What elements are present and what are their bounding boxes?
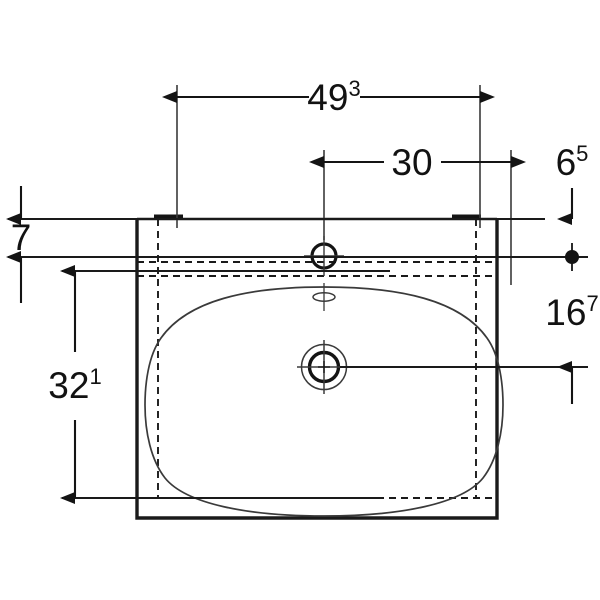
svg-text:167: 167 <box>545 291 598 333</box>
overflow-slot <box>312 283 336 311</box>
dim-7-value: 7 <box>11 217 32 258</box>
dimension-tap-offset: 30 <box>309 142 526 183</box>
dim-6-5-value: 6 <box>556 142 577 183</box>
witness-lines <box>8 218 588 499</box>
svg-text:321: 321 <box>48 364 101 406</box>
svg-text:65: 65 <box>556 141 589 183</box>
dimension-drain-offset: 167 <box>545 291 599 404</box>
dim-16-7-superscript: 7 <box>586 291 598 316</box>
dim-32-1-superscript: 1 <box>89 364 101 389</box>
dim-49-3-value: 49 <box>307 77 348 118</box>
basin-bowl-outline <box>144 286 504 517</box>
extension-lines <box>176 85 512 285</box>
dimension-depth: 321 <box>48 265 102 504</box>
dimension-back-edge: 7 <box>6 186 32 303</box>
svg-text:7: 7 <box>11 217 32 258</box>
tap-hole <box>304 236 344 276</box>
dim-32-1-value: 32 <box>48 365 89 406</box>
svg-text:493: 493 <box>307 76 360 118</box>
dim-16-7-value: 16 <box>545 292 586 333</box>
dimension-width-overall: 493 <box>162 76 495 118</box>
basin-hidden-outline <box>137 219 497 499</box>
dimension-rim-height: 65 <box>556 141 589 271</box>
dim-49-3-superscript: 3 <box>348 76 360 101</box>
svg-text:30: 30 <box>391 142 432 183</box>
dim-6-5-superscript: 5 <box>576 141 588 166</box>
dim-30-value: 30 <box>391 142 432 183</box>
